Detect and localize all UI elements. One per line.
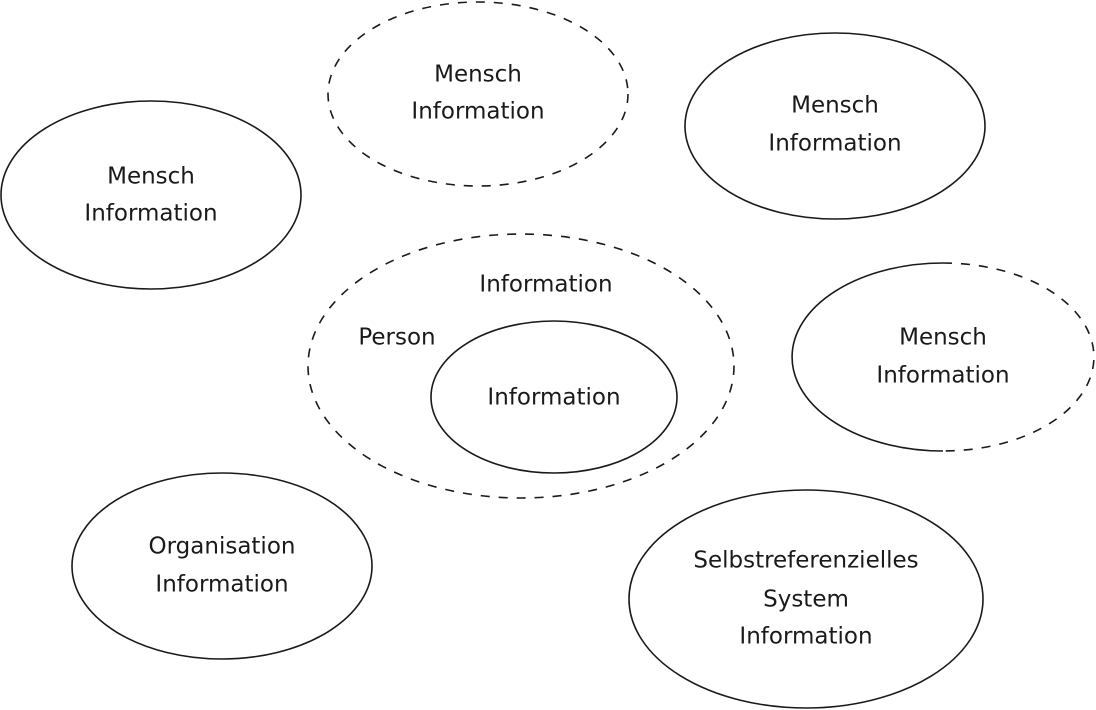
right-mid-node: Mensch Information xyxy=(791,262,1095,452)
top-right-information-label: Information xyxy=(768,131,901,157)
top-right-ellipse xyxy=(684,32,986,220)
person-inner-information-label: Information xyxy=(487,385,620,411)
organisation-label: Organisation xyxy=(149,534,296,560)
left-node: Mensch Information xyxy=(0,100,302,290)
system-system-label: System xyxy=(763,587,849,613)
system-selbstreferenzielles-label: Selbstreferenzielles xyxy=(693,548,918,574)
right-mid-information-label: Information xyxy=(876,363,1009,389)
organisation-node: Organisation Information xyxy=(71,472,373,660)
system-ellipse xyxy=(628,489,984,709)
top-right-mensch-label: Mensch xyxy=(791,93,879,119)
right-mid-mensch-label: Mensch xyxy=(899,325,987,351)
organisation-information-label: Information xyxy=(155,572,288,598)
system-information-label: Information xyxy=(739,624,872,650)
left-mensch-label: Mensch xyxy=(107,164,195,190)
top-center-dashed-node: Mensch Information xyxy=(327,1,629,187)
top-center-mensch-label: Mensch xyxy=(434,62,522,88)
top-right-node: Mensch Information xyxy=(684,32,986,220)
left-ellipse xyxy=(0,100,302,290)
system-node: Selbstreferenzielles System Information xyxy=(628,489,984,709)
person-label: Person xyxy=(358,325,435,351)
person-inner-ellipse xyxy=(430,320,678,474)
person-outer-dashed-ellipse xyxy=(307,233,735,499)
person-outer-information-label: Information xyxy=(479,272,612,298)
person-group: Information Person Information xyxy=(307,233,735,499)
top-center-information-label: Information xyxy=(411,99,544,125)
right-mid-solid-arc xyxy=(791,262,944,452)
top-center-dashed-ellipse xyxy=(327,1,629,187)
right-mid-dashed-arc xyxy=(942,262,1095,452)
organisation-ellipse xyxy=(71,472,373,660)
left-information-label: Information xyxy=(84,201,217,227)
